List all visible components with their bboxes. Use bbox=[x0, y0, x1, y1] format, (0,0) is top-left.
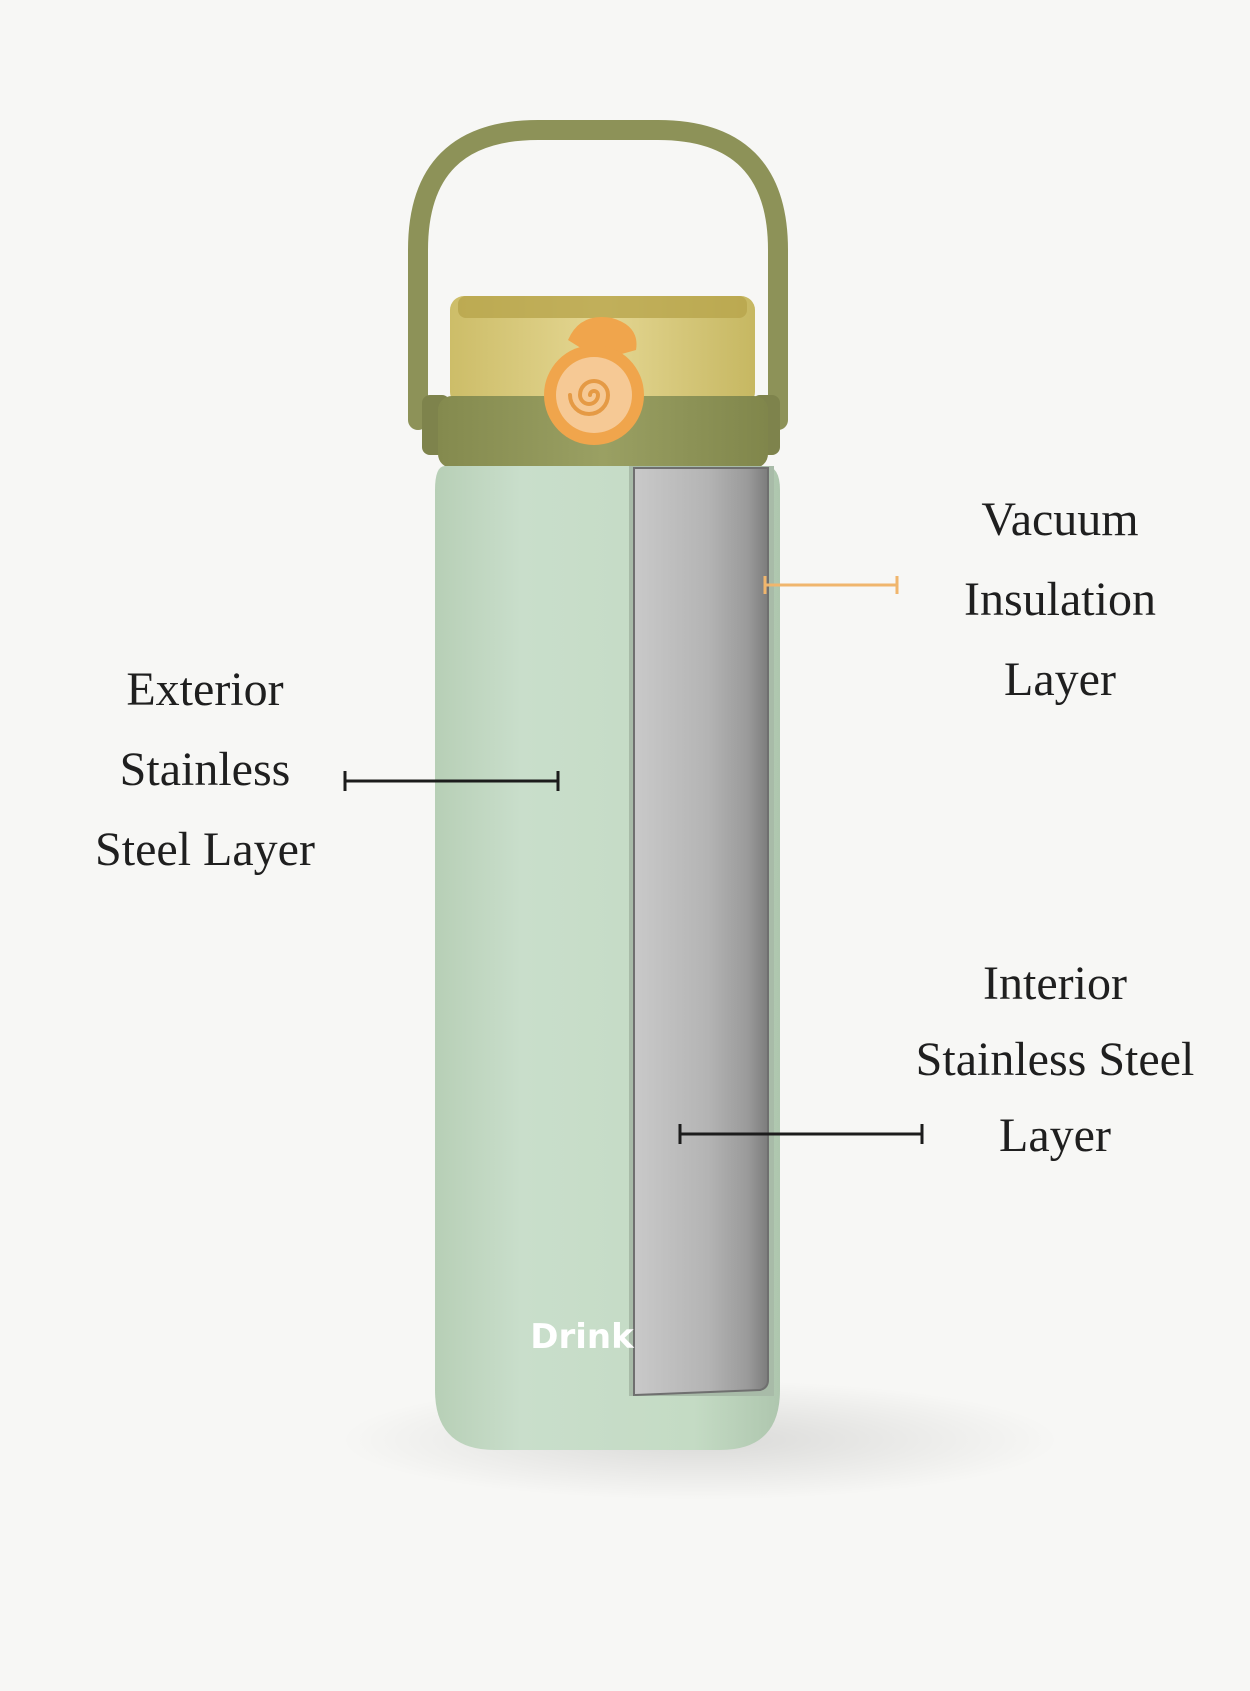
vacuum-label-line2: Insulation bbox=[964, 573, 1156, 626]
bottle-handle bbox=[408, 120, 788, 430]
interior-leader-line bbox=[678, 1124, 924, 1144]
exterior-layer-label: Exterior Stainless Steel Layer bbox=[40, 650, 370, 890]
exterior-label-line1: Exterior bbox=[126, 663, 284, 716]
vacuum-layer-label: Vacuum Insulation Layer bbox=[910, 480, 1210, 720]
brand-logo: Drink bbox=[530, 1317, 635, 1357]
push-button-icon bbox=[556, 357, 632, 433]
vacuum-leader-line bbox=[763, 576, 899, 594]
interior-label-line3: Layer bbox=[999, 1109, 1111, 1162]
exterior-label-line3: Steel Layer bbox=[95, 823, 315, 876]
lid-rim bbox=[458, 296, 747, 318]
spiral-icon bbox=[568, 379, 611, 416]
interior-steel-wall bbox=[633, 467, 769, 1397]
vacuum-label-line1: Vacuum bbox=[981, 493, 1139, 546]
interior-layer-label: Interior Stainless Steel Layer bbox=[870, 946, 1240, 1174]
exterior-leader-line bbox=[343, 771, 560, 791]
interior-label-line1: Interior bbox=[983, 957, 1127, 1010]
exterior-label-line2: Stainless bbox=[119, 743, 291, 796]
interior-label-line2: Stainless Steel bbox=[915, 1033, 1195, 1086]
vacuum-label-line3: Layer bbox=[1004, 653, 1116, 706]
